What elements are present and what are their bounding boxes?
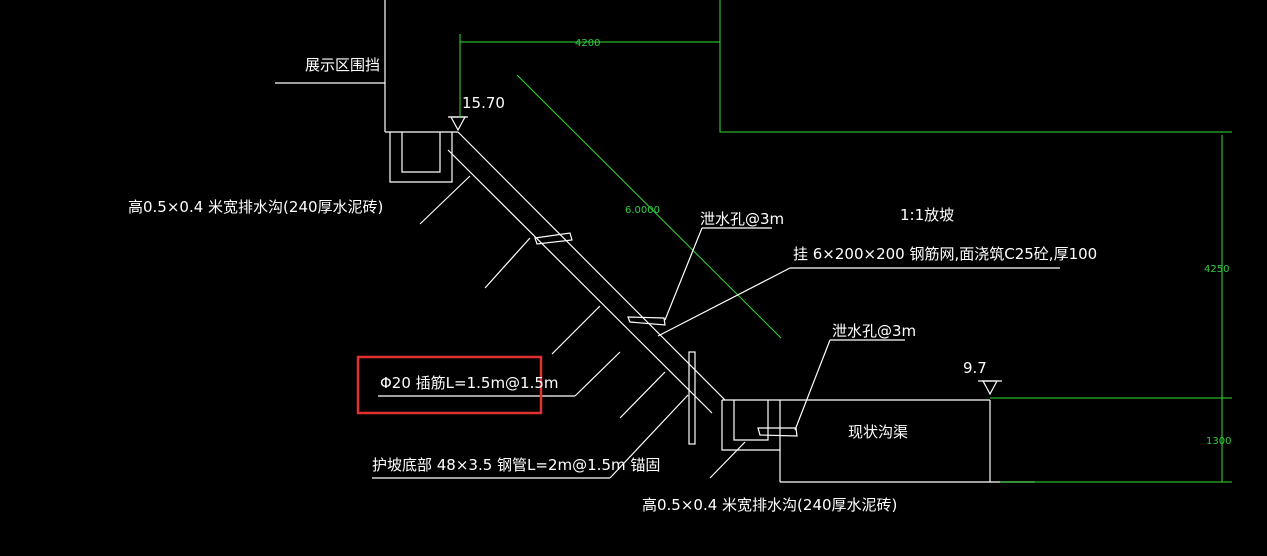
bars-label: Φ20 插筋L=1.5m@1.5m — [380, 374, 559, 392]
existing-ground — [719, 0, 1232, 483]
drain-bottom-label: 高0.5×0.4 米宽排水沟(240厚水泥砖) — [642, 496, 897, 514]
leader-lines — [372, 227, 1060, 479]
slope-ratio-label: 1:1放坡 — [900, 206, 954, 224]
wall-label: 展示区围挡 — [305, 56, 380, 74]
dim-top-width: 4200 — [575, 38, 600, 49]
dim-slope-length: 6.0000 — [625, 205, 660, 216]
dim-height-upper: 4250 — [1204, 264, 1229, 275]
elevation-marker-bottom — [978, 380, 1002, 396]
weep-hole-symbols — [534, 232, 798, 437]
slope-surface — [447, 131, 726, 414]
dim-height-lower: 1300 — [1206, 436, 1231, 447]
upper-drain-channel — [389, 132, 453, 183]
anchor-plate — [688, 351, 696, 445]
mesh-label: 挂 6×200×200 钢筋网,面浇筑C25砼,厚100 — [793, 245, 1097, 263]
highlight-box — [356, 355, 543, 415]
elevation-marker-top — [448, 116, 468, 132]
dimension-slope-length — [516, 74, 782, 339]
weep-upper-label: 泄水孔@3m — [700, 210, 784, 228]
weep-lower-label: 泄水孔@3m — [832, 322, 916, 340]
elevation-bottom-label: 9.7 — [963, 359, 987, 377]
channel-label: 现状沟渠 — [848, 423, 908, 441]
dimension-top-width — [459, 34, 721, 118]
wall-outline — [275, 0, 458, 133]
lower-drain-channel — [721, 399, 1035, 483]
drain-top-label: 高0.5×0.4 米宽排水沟(240厚水泥砖) — [128, 198, 383, 216]
anchor-bars — [419, 175, 666, 419]
anchor-label: 护坡底部 48×3.5 钢管L=2m@1.5m 锚固 — [372, 456, 660, 474]
elevation-top-label: 15.70 — [462, 94, 505, 112]
dimension-height — [1216, 135, 1228, 482]
